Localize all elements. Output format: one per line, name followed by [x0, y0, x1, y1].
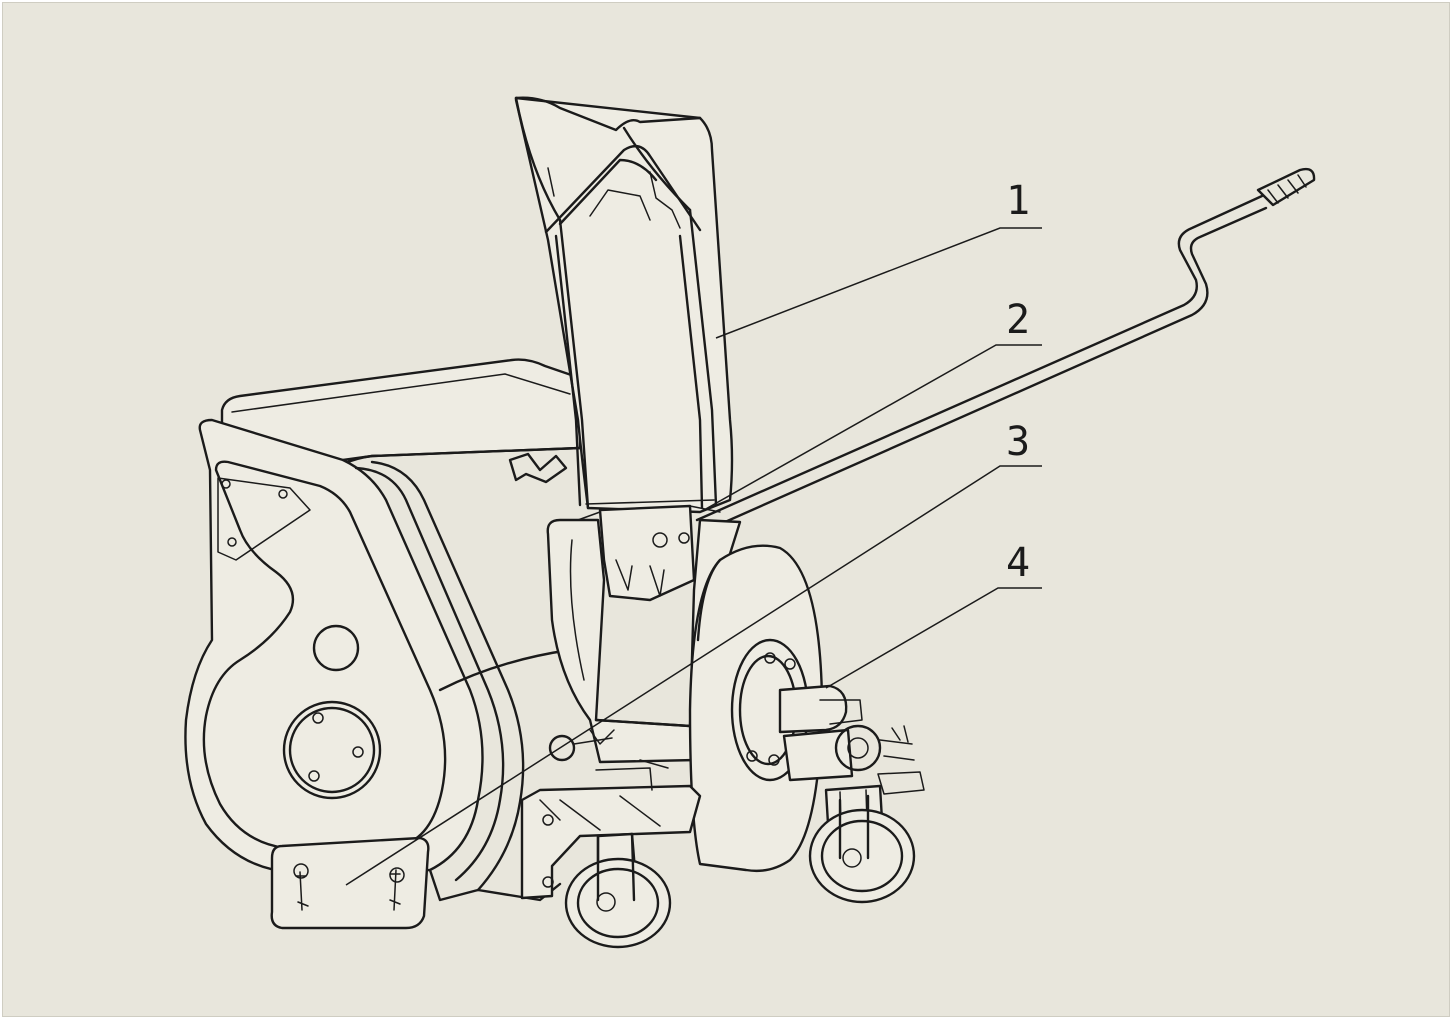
discharge-chute: [514, 96, 734, 602]
leader-line-4: [825, 587, 1042, 689]
leader-line-2: [703, 344, 1042, 511]
auger-housing: [184, 358, 582, 930]
leader-line-3: [345, 465, 1042, 886]
callout-1: 1: [1006, 178, 1030, 224]
callout-2: 2: [1006, 297, 1030, 343]
wheel-assembly-left: [520, 759, 702, 949]
leader-lines: [345, 227, 1042, 886]
auger-drum: [688, 544, 925, 873]
wheel-assembly-right: [808, 784, 916, 904]
callout-4: 4: [1006, 540, 1030, 586]
callout-3: 3: [1006, 419, 1030, 465]
crank-handle: [695, 167, 1316, 532]
leader-line-1: [715, 227, 1042, 339]
